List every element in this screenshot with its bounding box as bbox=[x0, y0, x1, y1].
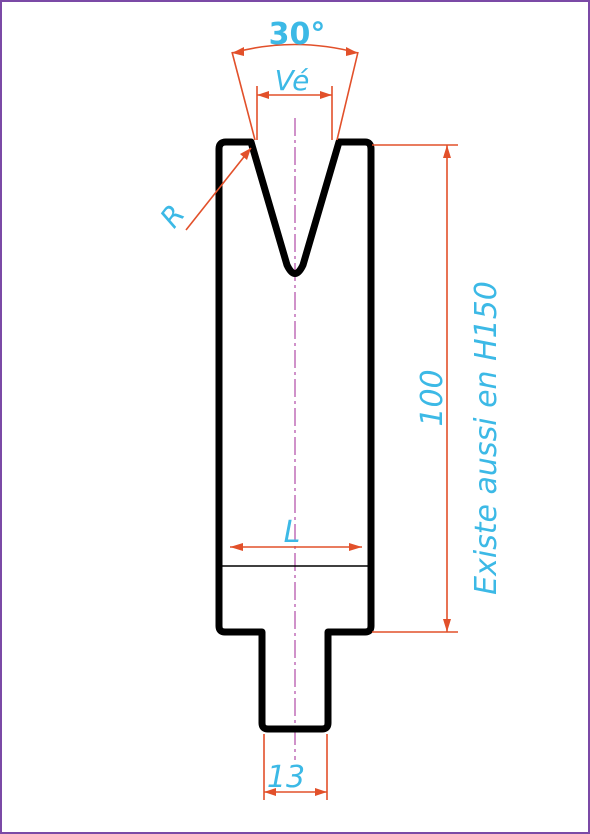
angle-dimension bbox=[231, 43, 359, 141]
height-label: 100 bbox=[415, 369, 450, 426]
radius-leader bbox=[185, 147, 252, 231]
v-opening-dimension bbox=[256, 86, 333, 140]
tang-width-label: 13 bbox=[267, 760, 305, 795]
tool-profile bbox=[215, 138, 375, 733]
length-label: L bbox=[284, 515, 301, 550]
height-dimension bbox=[372, 144, 458, 633]
height-note: Existe aussi en H150 bbox=[469, 281, 504, 595]
v-opening-label: Vé bbox=[275, 64, 310, 97]
radius-label: R bbox=[154, 198, 192, 234]
tang-width-dimension bbox=[263, 734, 328, 800]
angle-label: 30° bbox=[269, 17, 326, 52]
length-dimension bbox=[230, 543, 362, 551]
